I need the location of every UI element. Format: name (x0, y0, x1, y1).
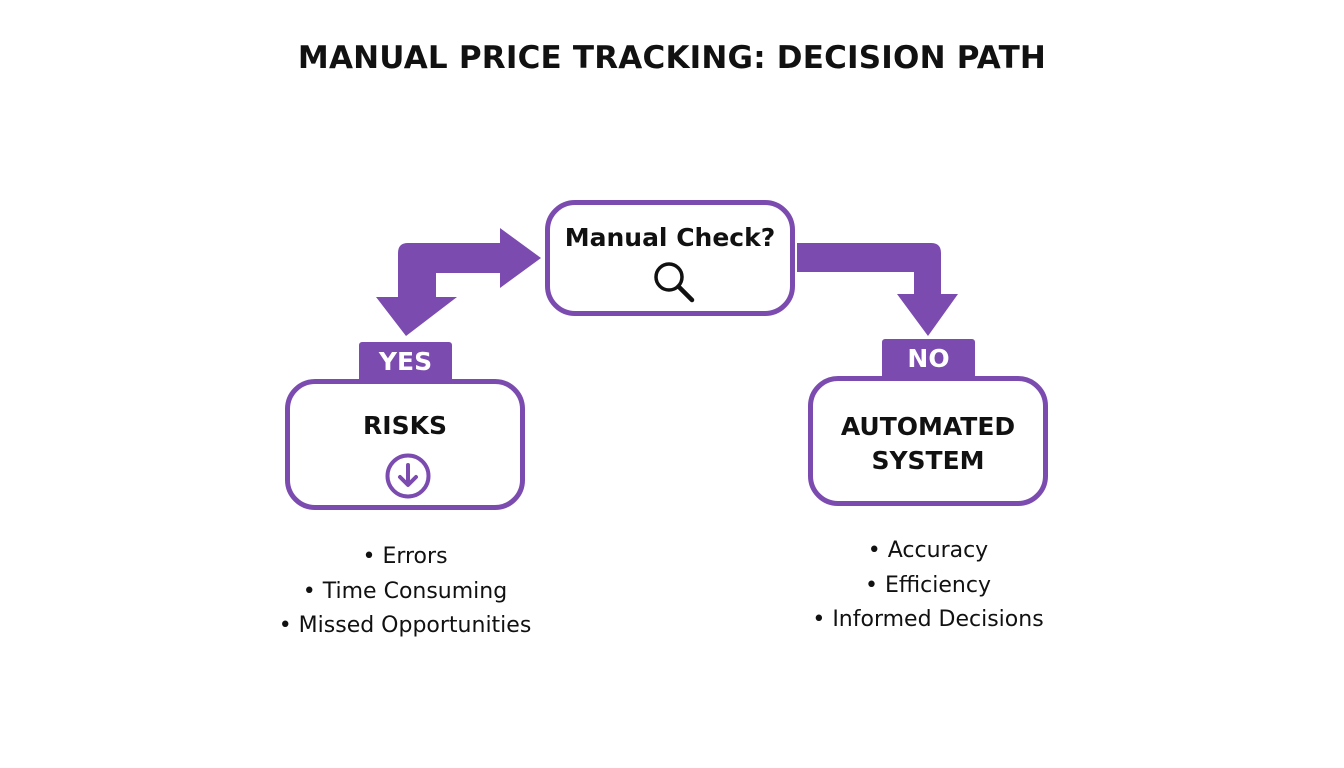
benefits-bullet-list: Accuracy Efficiency Informed Decisions (768, 534, 1088, 638)
yes-connector-arrow (376, 228, 541, 336)
list-item: Time Consuming (245, 575, 565, 610)
arrow-down-circle-icon (385, 453, 431, 499)
yes-tag: YES (359, 342, 452, 382)
decision-label: Manual Check? (564, 223, 776, 252)
automated-system-label-line1: AUTOMATED (840, 412, 1016, 441)
risks-box: RISKS (285, 379, 525, 510)
risks-label: RISKS (363, 411, 447, 440)
no-tag: NO (882, 339, 975, 379)
list-item: Accuracy (768, 534, 1088, 569)
list-item: Missed Opportunities (245, 609, 565, 644)
risks-bullet-list: Errors Time Consuming Missed Opportuniti… (245, 540, 565, 644)
automated-system-label: AUTOMATED SYSTEM (813, 410, 1043, 478)
automated-system-label-line2: SYSTEM (871, 446, 985, 475)
search-icon (654, 262, 695, 303)
no-connector-arrow (797, 243, 958, 336)
list-item: Errors (245, 540, 565, 575)
diagram-title: MANUAL PRICE TRACKING: DECISION PATH (297, 40, 1047, 76)
list-item: Informed Decisions (768, 603, 1088, 638)
automated-system-box: AUTOMATED SYSTEM (808, 376, 1048, 506)
decision-box: Manual Check? (545, 200, 795, 316)
list-item: Efficiency (768, 569, 1088, 604)
